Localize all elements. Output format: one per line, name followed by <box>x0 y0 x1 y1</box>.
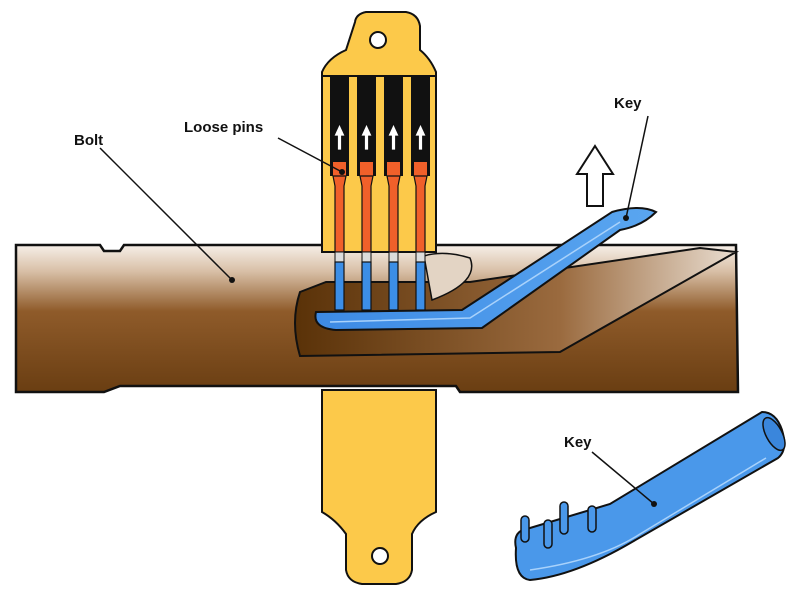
key-tooth <box>543 519 553 549</box>
up-arrow-icon <box>333 123 346 151</box>
up-arrow-icon <box>414 123 427 151</box>
key-leader-dot <box>623 215 629 221</box>
key-tooth <box>520 515 530 543</box>
pin-chamber <box>321 75 437 311</box>
lower-housing <box>321 389 437 585</box>
key-detached <box>514 410 786 582</box>
lift-arrow-icon <box>575 144 615 207</box>
bolt-leader-line <box>99 147 233 281</box>
bolt-label: Bolt <box>74 132 103 149</box>
key-tooth <box>587 505 597 533</box>
mount-hole-top <box>369 31 387 49</box>
pin-2 <box>359 123 374 311</box>
detached-key-label: Key <box>564 434 592 451</box>
up-arrow-icon <box>387 123 400 151</box>
detached-key-leader-line <box>591 451 655 505</box>
loose-pins-label: Loose pins <box>184 119 263 136</box>
key-inserted <box>314 207 658 332</box>
key-leader-line <box>625 115 649 219</box>
detached-key-leader-dot <box>651 501 657 507</box>
pin-1 <box>332 123 347 311</box>
pins-leader-line <box>277 137 343 173</box>
bolt-leader-dot <box>229 277 235 283</box>
up-arrow-icon <box>360 123 373 151</box>
key-tooth <box>559 501 569 535</box>
mount-hole-bottom <box>371 547 389 565</box>
key-label: Key <box>614 95 642 112</box>
pins-leader-dot <box>339 169 345 175</box>
